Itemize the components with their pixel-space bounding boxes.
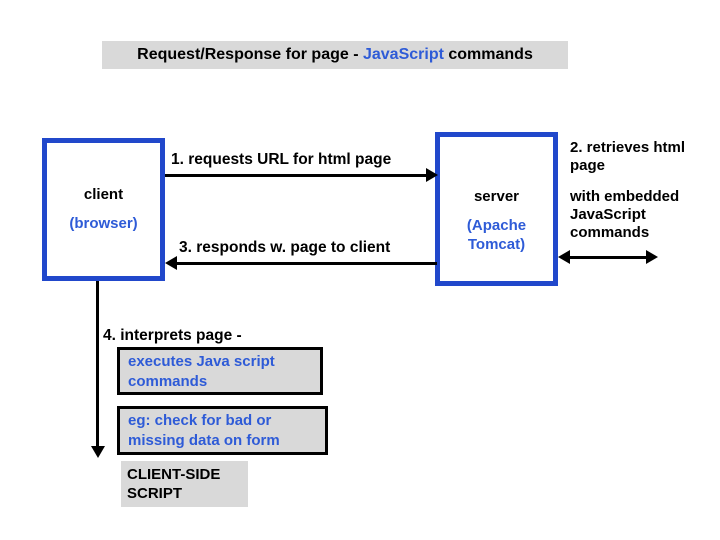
- interpret-arrow-line: [96, 281, 99, 447]
- response-arrow-label: 3. responds w. page to client: [179, 239, 391, 256]
- interpret-arrowhead-icon: [91, 446, 105, 458]
- request-arrow-label: 1. requests URL for html page: [171, 151, 392, 168]
- title-text-suffix: commands: [443, 46, 533, 63]
- server-label: server: [473, 188, 520, 205]
- request-arrowhead-icon: [426, 168, 438, 182]
- example-check-box: eg: check for bad or missing data on for…: [117, 406, 328, 455]
- server-sublabel: (Apache Tomcat): [466, 217, 527, 253]
- client-sublabel: (browser): [69, 215, 138, 232]
- response-arrow-line: [176, 262, 437, 265]
- interpret-step-label: 4. interprets page -: [103, 327, 242, 344]
- retrieve-arrowhead-left-icon: [558, 250, 570, 264]
- server-node: server (Apache Tomcat): [435, 132, 558, 286]
- executes-commands-box: executes Java script commands: [117, 347, 323, 395]
- retrieve-arrowhead-right-icon: [646, 250, 658, 264]
- response-arrowhead-icon: [165, 256, 177, 270]
- client-label: client: [83, 186, 124, 203]
- server-note-embedded: with embedded JavaScript commands: [570, 188, 680, 241]
- title-text-prefix: Request/Response for page -: [137, 46, 363, 63]
- title-text-highlight: JavaScript: [362, 46, 444, 63]
- client-side-script-label: CLIENT-SIDE SCRIPT: [121, 461, 248, 507]
- server-note-retrieves: 2. retrieves html page: [570, 139, 686, 174]
- client-node: client (browser): [42, 138, 165, 281]
- page-title: Request/Response for page - JavaScript c…: [102, 41, 568, 69]
- retrieve-arrow-line: [569, 256, 647, 259]
- request-arrow-line: [165, 174, 430, 177]
- server-note: 2. retrieves html page with embedded Jav…: [570, 139, 700, 242]
